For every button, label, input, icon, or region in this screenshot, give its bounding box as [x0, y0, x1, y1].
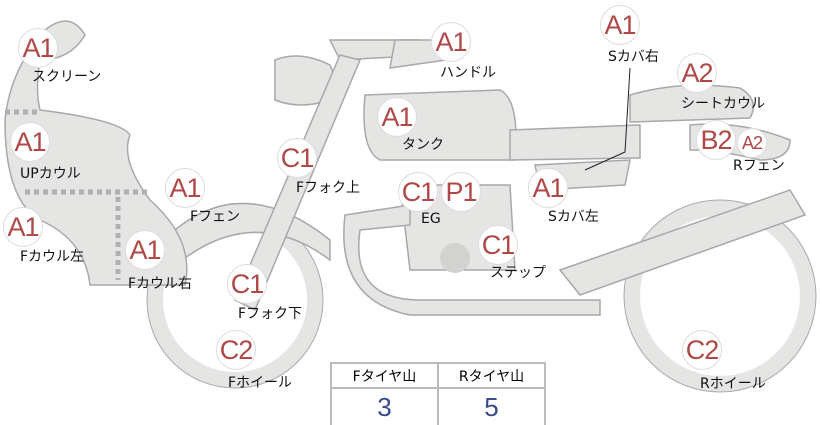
label-engine: EG	[421, 211, 441, 227]
grade-badge-s-cover-right: A1	[600, 5, 640, 45]
label-screen: スクリーン	[32, 69, 102, 85]
grade-badge-r-fender: B2	[696, 120, 736, 160]
grade-badge-p1: P1	[441, 172, 481, 212]
label-f-wheel: Fホイール	[228, 375, 293, 391]
grade-badge-up-cowl: A1	[10, 122, 50, 162]
label-handle: ハンドル	[440, 65, 496, 81]
rear-tire-header: Rタイヤ山	[437, 362, 546, 389]
label-r-fender: Rフェン	[733, 158, 785, 174]
label-up-cowl: UPカウル	[20, 166, 81, 182]
grade-badge-f-cowl-right: A1	[125, 230, 165, 270]
label-f-fender: Fフェン	[190, 209, 241, 225]
label-r-wheel: Rホイール	[700, 376, 766, 392]
label-f-cowl-left: Fカウル左	[20, 249, 85, 265]
label-step: ステップ	[490, 265, 546, 281]
grade-badge-r-fender-secondary: A2	[737, 128, 767, 158]
grade-badge-f-fender: A1	[165, 168, 205, 208]
grade-badge-step: C1	[478, 225, 518, 265]
label-f-fork-upper: Fフォク上	[296, 180, 361, 196]
grade-badge-f-fork-upper: C1	[277, 138, 317, 178]
label-s-cover-left: Sカバ左	[548, 209, 599, 225]
label-s-cover-right: Sカバ右	[608, 49, 659, 65]
grade-badge-seat-cowl: A2	[677, 53, 717, 93]
grade-badge-handle: A1	[431, 22, 471, 62]
label-f-cowl-right: Fカウル右	[128, 276, 193, 292]
label-seat-cowl: シートカウル	[681, 96, 765, 112]
label-f-fork-lower: Fフォク下	[238, 306, 303, 322]
grade-badge-s-cover-left: A1	[528, 168, 568, 208]
label-tank: タンク	[402, 137, 444, 153]
grade-badge-screen: A1	[18, 28, 58, 68]
grade-badge-f-wheel: C2	[216, 330, 256, 370]
grade-badge-engine: C1	[398, 172, 438, 212]
grade-badge-tank: A1	[377, 97, 417, 137]
grade-badge-f-cowl-left: A1	[3, 207, 43, 247]
rear-tire-value: 5	[437, 387, 546, 425]
grade-badge-f-fork-lower: C1	[227, 264, 267, 304]
grade-badge-r-wheel: C2	[682, 330, 722, 370]
front-tire-header: Fタイヤ山	[330, 362, 439, 389]
front-tire-value: 3	[330, 387, 439, 425]
